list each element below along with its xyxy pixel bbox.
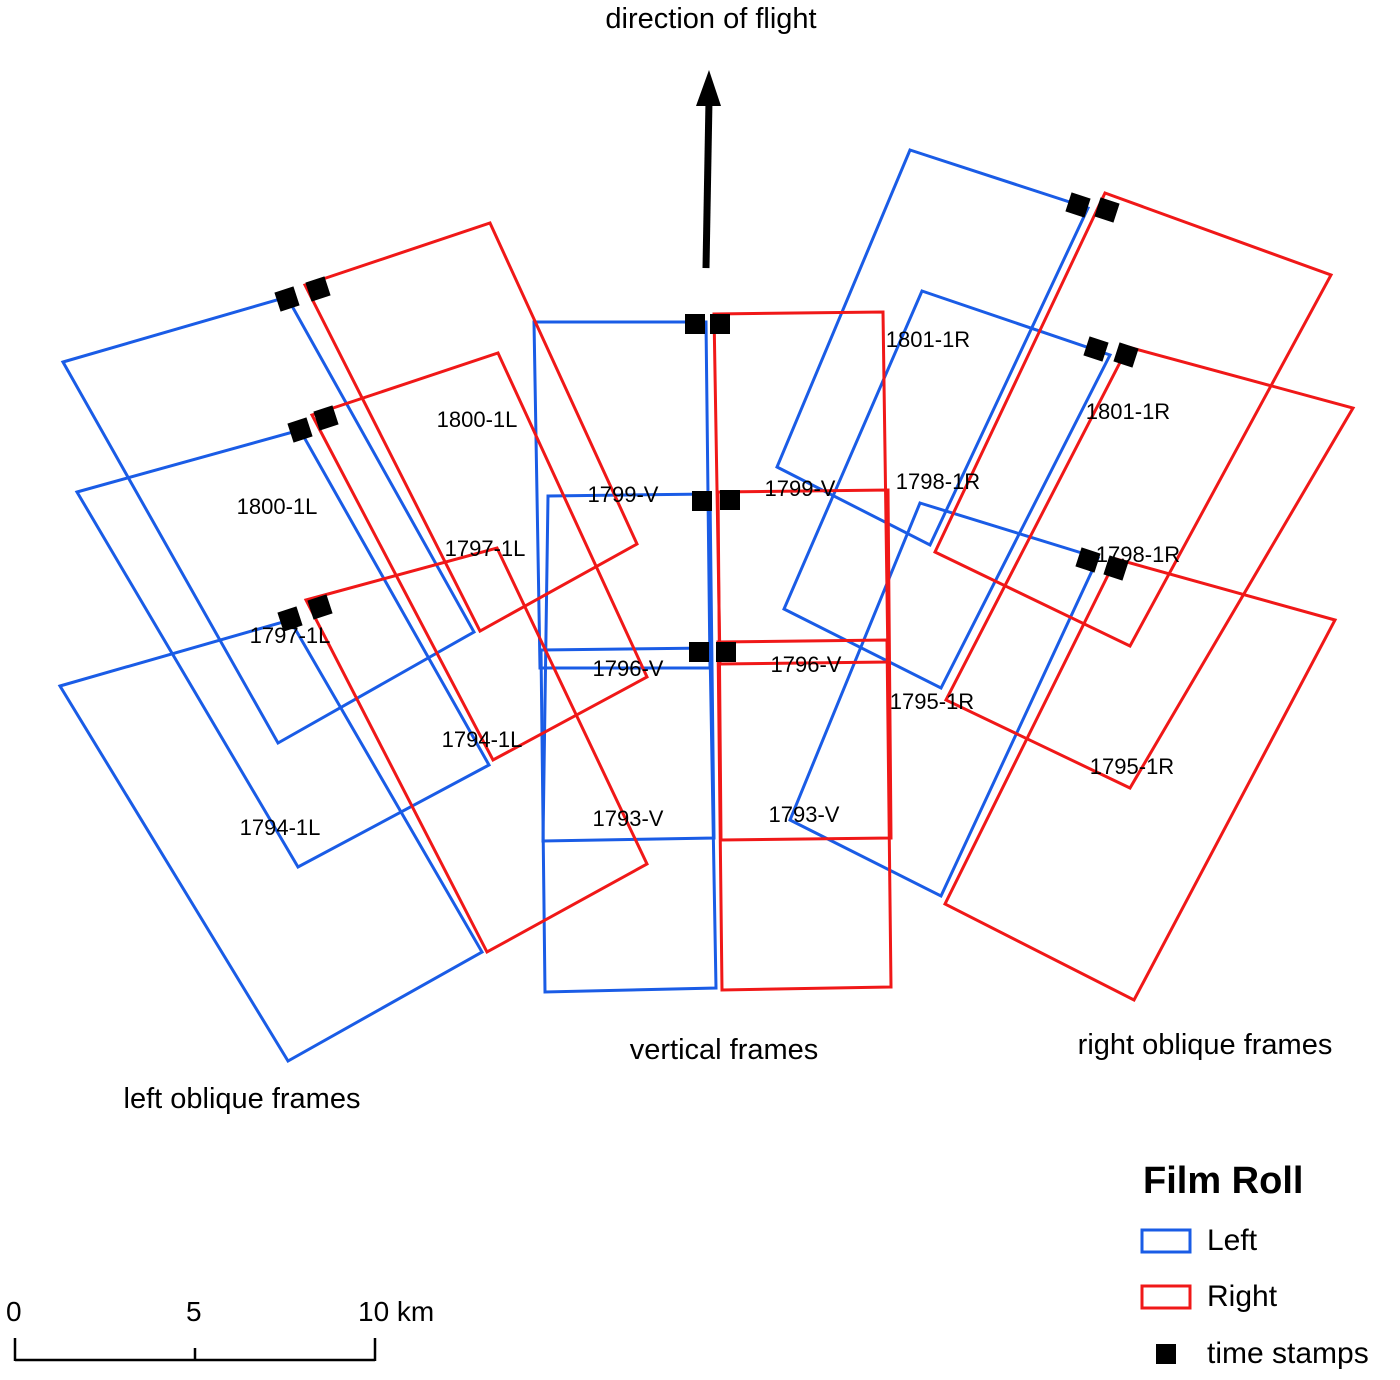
legend-title: Film Roll [1143,1160,1304,1202]
legend-swatches [1140,1228,1192,1364]
frame-1795-1R-right [942,557,1338,1003]
legend-left: Left [1207,1224,1258,1257]
left-oblique-label: left oblique frames [123,1083,361,1115]
frame-label: 1799-V [587,482,659,507]
time-stamp [716,642,736,662]
frame-label: 1798-1R [1095,542,1181,567]
scale-tick-5: 5 [186,1296,202,1327]
time-stamp [274,286,300,312]
time-stamp [305,276,331,302]
time-stamp [277,606,303,632]
time-stamp [720,490,740,510]
flight-direction-arrow [696,70,721,269]
frame-1794-1L-right [303,546,649,955]
legend-right: Right [1207,1280,1278,1313]
frame-1797-1L-right [309,351,649,763]
right-roll-frames [302,191,1356,1003]
time-stamp [689,642,709,662]
time-stamps [274,192,1139,662]
frame-label: 1801-1R [1085,399,1171,424]
time-stamp [692,491,712,511]
frame-label: 1801-1R [885,327,971,352]
scale-tick-0: 0 [6,1296,22,1327]
frame-1798-1R-right [943,345,1356,790]
frame-label: 1800-1L [436,407,518,432]
legend-time-stamps: time stamps [1207,1337,1369,1370]
frame-1794-1L-left [57,618,485,1064]
frame-1795-1R-left [788,501,1101,899]
frame-label: 1796-V [770,652,842,677]
frame-label: 1796-V [592,656,664,681]
frame-label: 1795-1R [889,689,975,714]
frame-1798-1R-left [782,289,1113,691]
frame-label: 1794-1L [239,815,321,840]
frame-label: 1795-1R [1089,754,1175,779]
vertical-frames-label: vertical frames [629,1034,819,1066]
frame-1793-V-right [716,638,893,992]
time-stamp [1083,336,1109,362]
time-stamp [1113,342,1139,368]
frame-label: 1797-1L [444,536,526,561]
frame-label: 1800-1L [236,494,318,519]
frame-1801-1R-right [933,191,1334,648]
frame-1801-1R-left [775,148,1091,548]
frame-1793-V-left [539,646,718,994]
left-roll-frames [57,148,1113,1064]
time-stamp [1075,547,1101,573]
time-stamp [1103,555,1129,581]
direction-of-flight-label: direction of flight [605,3,817,35]
frame-label: 1794-1L [441,727,523,752]
frame-1800-1L-right [302,221,639,634]
frame-label: 1799-V [764,476,836,501]
frame-1797-1L-left [74,428,492,870]
time-stamp [710,314,730,334]
frame-label: 1798-1R [895,469,981,494]
frame-1800-1L-left [60,295,477,746]
time-stamp [307,594,333,620]
time-stamp [313,405,339,431]
time-stamp [1094,197,1120,223]
time-stamp [1065,192,1091,218]
frame-label: 1793-V [768,802,840,827]
frame-label: 1793-V [592,806,664,831]
scale-tick-10: 10 km [358,1296,435,1327]
scale-bar [13,1338,377,1362]
time-stamp [685,314,705,334]
frame-label: 1797-1L [249,623,331,648]
time-stamp [287,417,313,443]
right-oblique-label: right oblique frames [1077,1029,1333,1061]
